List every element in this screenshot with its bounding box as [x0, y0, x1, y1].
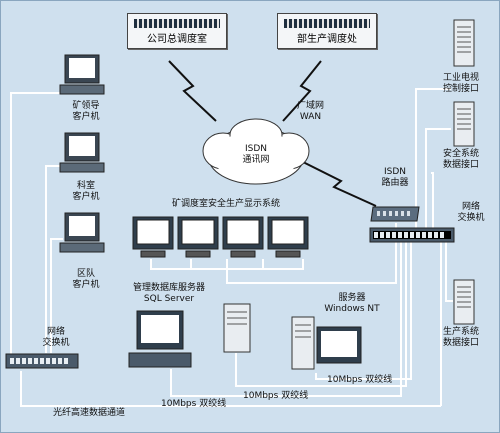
company-dispatch-console: 公司总调度室: [127, 13, 227, 49]
db-server-computer-icon: [128, 310, 192, 368]
office-computer-icon: [59, 132, 105, 173]
isdn-router-label: ISDN 路由器: [381, 167, 409, 188]
nt-server-label: 服务器 Windows NT: [324, 293, 380, 314]
team-client-label: 区队 客户机: [72, 269, 100, 290]
safety-interface-label: 安全系统 数据接口: [442, 149, 479, 170]
network-switch-left-label: 网络 交换机: [42, 327, 70, 348]
lightning-left-icon: [168, 60, 217, 122]
isdn-router-icon: [370, 206, 420, 222]
network-switch-left-icon: [5, 353, 79, 369]
office-client-label: 科室 客户机: [72, 181, 100, 202]
industrial-tv-tower-icon: [453, 19, 475, 67]
twisted-pair-label-3: 10Mbps 双绞线: [161, 399, 227, 409]
mine-leader-computer-icon: [59, 54, 105, 95]
production-dispatch-console: 部生产调度处: [277, 13, 377, 49]
team-computer-icon: [59, 212, 105, 253]
network-switch-right-label: 网络 交换机: [457, 202, 485, 223]
isdn-network-label: ISDN 通讯网: [242, 144, 270, 165]
industrial-tv-label: 工业电视 控制接口: [442, 73, 479, 94]
wan-label: 广域网 WAN: [297, 101, 325, 122]
twisted-pair-label-2: 10Mbps 双绞线: [243, 391, 309, 401]
display-system-label: 矿调度室安全生产显示系统: [171, 199, 280, 209]
isdn-cloud-icon: [202, 118, 310, 185]
display-wall-icon: [132, 216, 309, 258]
workstation-tower-icon: [223, 303, 251, 353]
production-system-tower-icon: [453, 279, 475, 325]
production-interface-label: 生产系统 数据接口: [442, 327, 479, 348]
nt-server-icon: [291, 316, 362, 370]
safety-system-tower-icon: [453, 101, 475, 147]
production-dispatch-label: 部生产调度处: [297, 34, 357, 45]
twisted-pair-label-1: 10Mbps 双绞线: [327, 375, 393, 385]
db-server-label: 管理数据库服务器 SQL Server: [132, 283, 205, 304]
lightning-router-icon: [300, 160, 377, 207]
lightning-right-icon: [282, 60, 322, 122]
mine-leader-label: 矿领导 客户机: [72, 101, 100, 122]
network-switch-right-icon: [369, 227, 455, 243]
company-dispatch-label: 公司总调度室: [147, 34, 207, 45]
fiber-channel-label: 光纤高速数据通道: [53, 408, 126, 418]
